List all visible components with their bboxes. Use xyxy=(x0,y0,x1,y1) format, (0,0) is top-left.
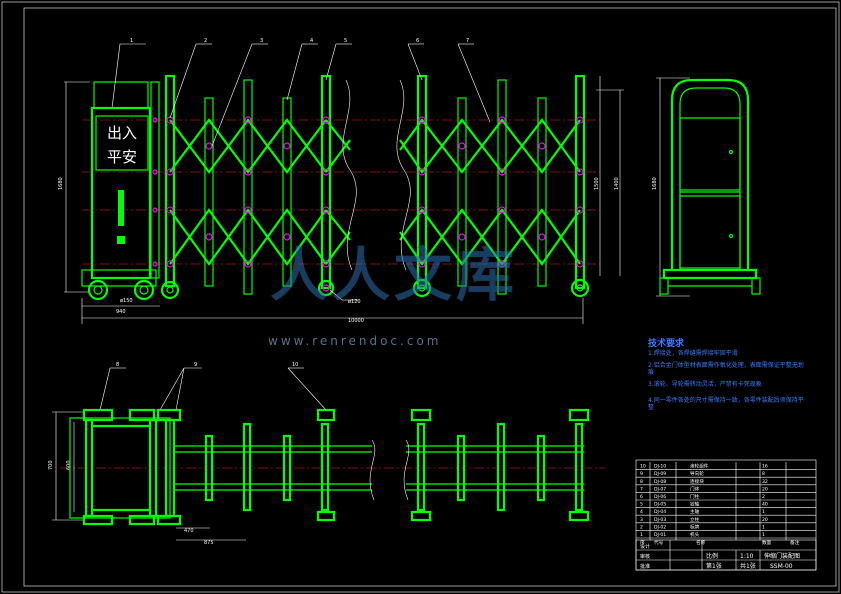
part-code: DJ-01 xyxy=(654,532,666,538)
part-qty: 16 xyxy=(762,464,768,470)
sign-line1: 出入 xyxy=(107,124,137,142)
part-no: 10 xyxy=(640,464,646,470)
part-qty: 1 xyxy=(762,532,765,538)
part-no: 4 xyxy=(640,509,643,515)
watermark-text: 人人文库 xyxy=(270,241,519,309)
tb-sheets: 共1张 xyxy=(740,562,756,570)
dim-wheel: ø150 xyxy=(120,298,133,304)
dim-plan-a: 470 xyxy=(184,528,194,534)
tb-approve: 批准 xyxy=(640,563,650,570)
part-no: 3 xyxy=(640,517,643,523)
part-code: DJ-02 xyxy=(654,524,666,530)
title-block: 设计 审核 批准 比例 1:10 第1张 共1张 伸缩门装配图 SSM-00 xyxy=(635,539,817,571)
balloon-5: 5 xyxy=(344,38,347,44)
dim-wheel2: ø120 xyxy=(348,299,361,305)
part-name: 滚轮组件 xyxy=(690,463,709,470)
part-qty: 32 xyxy=(762,479,768,485)
header-note: 备注 xyxy=(790,539,800,546)
note-4: 4.同一零件各处的尺寸需保持一致，各零件装配后须保持平整 xyxy=(648,397,804,411)
balloon-10: 10 xyxy=(292,362,298,368)
part-no: 9 xyxy=(640,471,643,477)
dim-left-width: 940 xyxy=(116,309,126,315)
balloon-6: 6 xyxy=(416,38,419,44)
note-1: 1.焊接处，各焊缝需焊接牢固平滑 xyxy=(648,350,738,357)
part-name: 立柱 xyxy=(690,516,700,523)
part-qty: 2 xyxy=(762,494,765,500)
part-no: 2 xyxy=(640,524,643,530)
part-code: DJ-05 xyxy=(654,502,666,508)
balloon-3: 3 xyxy=(260,38,263,44)
plan-view: 700 600 xyxy=(48,362,605,546)
part-qty: 1 xyxy=(762,509,765,515)
side-elevation: 1680 xyxy=(652,77,761,297)
note-2: 2.铝合金门体型材表面需作氧化处理，表面需保证平整无划痕 xyxy=(648,362,804,376)
part-no: 6 xyxy=(640,494,643,500)
part-name: 铰轴 xyxy=(690,501,700,508)
part-code: DJ-04 xyxy=(654,509,666,515)
dim-plan-width: 700 xyxy=(48,460,54,470)
tb-design: 设计 xyxy=(640,543,650,550)
tb-check: 审核 xyxy=(640,553,650,560)
tb-code: SSM-00 xyxy=(770,563,793,570)
part-code: DJ-08 xyxy=(654,479,666,485)
header-no: 序 xyxy=(640,539,645,546)
header-name: 名称 xyxy=(696,539,706,546)
part-name: 主轴 xyxy=(690,508,700,515)
part-qty: 20 xyxy=(762,517,768,523)
part-name: 机头 xyxy=(690,531,700,538)
part-name: 标牌 xyxy=(690,523,700,530)
part-code: DJ-10 xyxy=(654,464,666,470)
sign-line2: 平安 xyxy=(107,148,137,166)
part-name: 导向轮 xyxy=(690,470,704,477)
front-elevation: 出入 平安 xyxy=(58,38,624,324)
tb-sheet: 第1张 xyxy=(706,562,722,570)
notes-title: 技术要求 xyxy=(648,339,685,349)
part-qty: 8 xyxy=(762,471,765,477)
balloon-1: 1 xyxy=(130,38,133,44)
balloon-8: 8 xyxy=(116,362,119,368)
dim-plan-inner: 600 xyxy=(66,460,72,470)
balloon-2: 2 xyxy=(204,38,207,44)
header-qty: 数量 xyxy=(762,539,772,546)
tb-title: 伸缩门装配图 xyxy=(764,552,800,560)
balloon-4: 4 xyxy=(310,38,313,44)
tb-scale-label: 比例 xyxy=(706,552,718,560)
part-name: 连接块 xyxy=(690,478,704,485)
inner-frame xyxy=(23,7,837,587)
part-name: 门柱 xyxy=(690,493,700,500)
part-code: DJ-06 xyxy=(654,494,666,500)
dim-height-mid: 1500 xyxy=(594,177,600,190)
dim-height-left: 1680 xyxy=(58,177,64,190)
dim-overall-length: 10000 xyxy=(348,318,364,324)
sign-plate xyxy=(95,115,149,171)
part-qty: 1 xyxy=(762,524,765,530)
part-no: 8 xyxy=(640,479,643,485)
dim-height-mid2: 1400 xyxy=(614,177,620,190)
part-code: DJ-07 xyxy=(654,486,666,492)
warning-icon xyxy=(118,190,124,226)
part-no: 5 xyxy=(640,502,643,508)
part-qty: 40 xyxy=(762,502,768,508)
part-no: 1 xyxy=(640,532,643,538)
balloon-7: 7 xyxy=(466,38,469,44)
part-no: 7 xyxy=(640,486,643,492)
part-code: DJ-09 xyxy=(654,471,666,477)
tb-scale: 1:10 xyxy=(740,553,754,560)
dim-side-height: 1680 xyxy=(652,177,658,190)
balloon-9: 9 xyxy=(194,362,197,368)
header-code: 代号 xyxy=(654,539,664,546)
note-3: 3.滚轮、导轮需转动灵活，严禁有卡死现象 xyxy=(648,381,762,388)
watermark-url: www.renrendoc.com xyxy=(268,334,442,348)
part-name: 门体 xyxy=(690,485,700,492)
part-qty: 20 xyxy=(762,486,768,492)
part-code: DJ-03 xyxy=(654,517,666,523)
dim-plan-b: 875 xyxy=(204,540,214,546)
